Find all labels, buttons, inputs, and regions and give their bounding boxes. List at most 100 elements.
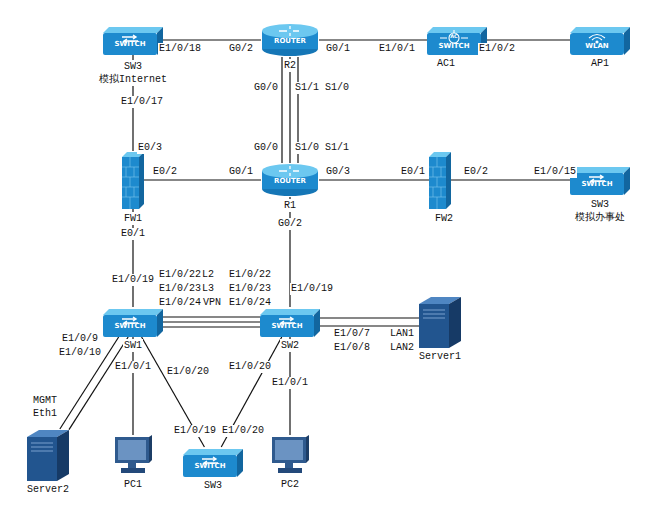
port-label: VPN [202, 297, 222, 309]
device-name: FW2 [434, 212, 454, 225]
device-name: SW3 模拟办事处 [563, 198, 637, 224]
link-line [319, 179, 429, 180]
port-label: L2 [201, 269, 215, 281]
port-label: E1/0/23 [158, 283, 202, 295]
device-node: Server2 [27, 429, 69, 481]
device-node: FW2 [429, 151, 451, 209]
port-label: E1/0/24 [228, 297, 272, 309]
port-label: S1/0 S1/1 [294, 142, 350, 154]
port-label: E1/0/19 [111, 274, 155, 286]
port-label: E0/1 [120, 228, 146, 240]
device-node: SWITCHSW3 模拟办事处 [570, 165, 630, 195]
port-label: S1/1 S1/0 [294, 82, 350, 94]
firewall-icon [122, 151, 144, 209]
port-label: E1/0/20 [166, 366, 210, 378]
port-label: LAN1 [389, 328, 415, 340]
device-name: SW3 模拟Internet [91, 60, 175, 86]
port-label: E1/0/15 [533, 166, 577, 178]
link-line [163, 321, 260, 322]
wlan-ap-icon [570, 25, 630, 55]
server-icon [27, 429, 69, 481]
device-node: ROUTERR1 [261, 163, 319, 197]
device-name: AP1 [590, 57, 610, 70]
icon-text: SWITCH [581, 181, 612, 188]
link-line [289, 57, 290, 163]
port-label: E1/0/20 [228, 361, 272, 373]
port-label: E1/0/10 [58, 347, 102, 359]
device-node: SWITCHSW1 [103, 307, 163, 337]
icon-text: SWITCH [438, 43, 469, 50]
device-name: Server2 [26, 483, 70, 496]
link-line [163, 39, 261, 40]
port-label: E1/0/24 [158, 297, 202, 309]
port-label: E1/0/18 [158, 43, 202, 55]
port-label: G0/1 [228, 166, 254, 178]
icon-text: SWITCH [114, 323, 145, 330]
icon-text: SWITCH [194, 463, 225, 470]
port-label: E0/2 [152, 166, 178, 178]
port-label: G0/0 [253, 142, 279, 154]
server-icon [419, 296, 461, 348]
port-label: Eth1 [32, 408, 58, 420]
device-node: SWITCHSW2 [260, 307, 320, 337]
device-node: ROUTERR2 [261, 23, 319, 57]
firewall-icon [429, 151, 451, 209]
device-node: SWITCHSW3 模拟Internet [103, 25, 163, 55]
device-name: SW3 [203, 479, 223, 492]
icon-text: AC [450, 34, 458, 39]
port-label: E0/1 [400, 166, 426, 178]
device-name: AC1 [436, 57, 456, 70]
link-line [163, 326, 260, 327]
port-label: E1/0/9 [61, 333, 99, 345]
port-label: G0/2 [277, 218, 303, 230]
port-label: G0/0 [253, 82, 279, 94]
link-line [451, 179, 570, 180]
device-name: PC2 [280, 478, 300, 491]
device-node: PC2 [270, 435, 310, 475]
link-line [144, 179, 261, 180]
link-line [320, 325, 419, 326]
port-label: G0/3 [325, 166, 351, 178]
device-name: PC1 [123, 478, 143, 491]
port-label: G0/2 [228, 43, 254, 55]
port-label: E0/3 [137, 142, 163, 154]
link-line [319, 39, 427, 40]
port-label: E1/0/1 [378, 43, 416, 55]
device-name: FW1 [123, 212, 143, 225]
port-label: E0/2 [463, 166, 489, 178]
port-label: E1/0/22 [228, 269, 272, 281]
device-name: SW1 [123, 339, 143, 352]
icon-text: SWITCH [271, 323, 302, 330]
port-label: E1/0/19 [173, 425, 217, 437]
port-label: E1/0/17 [120, 96, 164, 108]
device-name: R2 [283, 59, 297, 72]
pc-icon [270, 435, 310, 475]
device-node: WLANAP1 [570, 25, 630, 55]
device-node: FW1 [122, 151, 144, 209]
device-node: SWITCHSW3 [183, 447, 243, 477]
device-name: Server1 [418, 350, 462, 363]
pc-icon [113, 435, 153, 475]
link-line [320, 317, 419, 318]
device-name: SW2 [280, 339, 300, 352]
port-label: E1/0/20 [221, 425, 265, 437]
port-label: MGMT [32, 395, 58, 407]
icon-text: ROUTER [274, 38, 306, 45]
port-label: E1/0/23 [228, 283, 272, 295]
port-label: E1/0/19 [290, 283, 334, 295]
port-label: LAN2 [389, 342, 415, 354]
icon-text: SWITCH [114, 41, 145, 48]
port-label: E1/0/8 [333, 342, 371, 354]
port-label: E1/0/2 [478, 43, 516, 55]
port-label: E1/0/1 [114, 361, 152, 373]
device-name: R1 [283, 199, 297, 212]
port-label: G0/1 [325, 43, 351, 55]
link-line [221, 337, 282, 447]
link-line [487, 39, 570, 40]
link-line [163, 316, 260, 317]
icon-text: WLAN [585, 43, 608, 50]
link-line [281, 57, 282, 163]
port-label: E1/0/1 [271, 377, 309, 389]
port-label: E1/0/7 [333, 328, 371, 340]
